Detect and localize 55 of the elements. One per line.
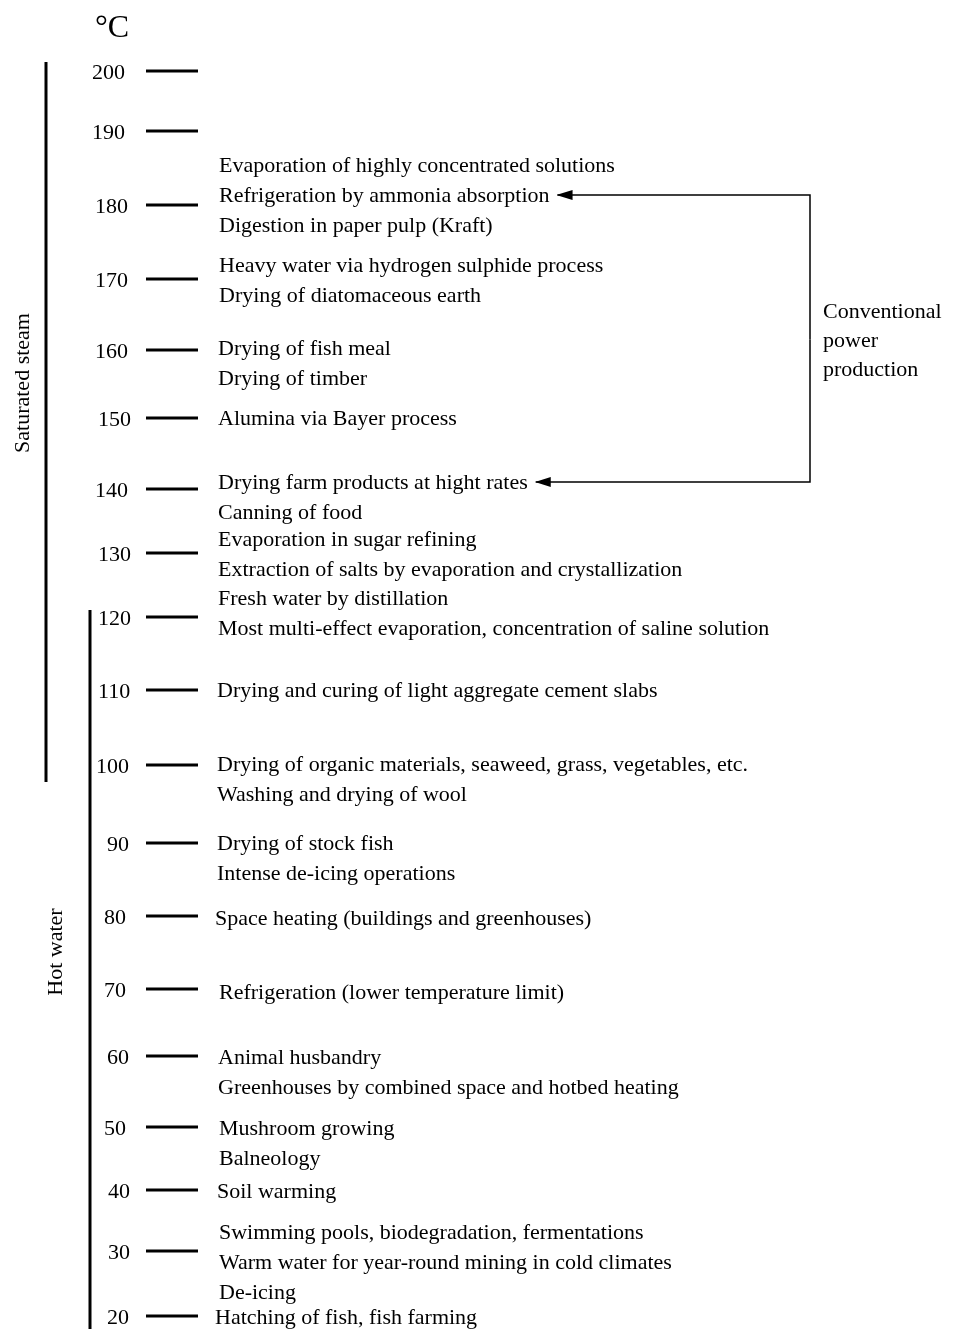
application-text: Drying of diatomaceous earth (219, 283, 482, 307)
application-text: Balneology (219, 1146, 321, 1170)
temperature-value: 50 (104, 1116, 126, 1140)
temperature-value: 120 (98, 606, 131, 630)
temperature-value: 200 (92, 60, 125, 84)
temperature-value: 110 (98, 679, 131, 703)
temperature-value: 160 (95, 339, 128, 363)
temperature-value: 40 (108, 1179, 130, 1203)
application-text: Evaporation in sugar refining (218, 527, 477, 551)
temperature-value: 150 (98, 407, 131, 431)
application-text: Hatching of fish, fish farming (215, 1305, 478, 1329)
range-label: Saturated steam (9, 313, 34, 453)
temperature-value: 60 (107, 1045, 129, 1069)
application-text: Drying of stock fish (217, 831, 394, 855)
temperature-value: 100 (96, 754, 129, 778)
application-text: Drying farm products at hight rates (218, 470, 528, 494)
temperature-value: 190 (92, 120, 125, 144)
application-text: Canning of food (218, 500, 363, 524)
application-text: Refrigeration (lower temperature limit) (219, 980, 565, 1004)
application-text: Most multi-effect evaporation, concentration of saline solution (218, 616, 770, 640)
application-text: Swimming pools, biodegradation, fermentations (219, 1220, 644, 1244)
arrow (534, 338, 811, 487)
temperature-value: 20 (107, 1305, 129, 1329)
application-text: Soil warming (217, 1179, 337, 1203)
unit-label: °C (95, 8, 130, 44)
application-text: Space heating (buildings and greenhouses) (215, 906, 592, 930)
application-text: Warm water for year-round mining in cold climates (219, 1250, 672, 1274)
application-text: Fresh water by distillation (218, 586, 449, 610)
range-label: Hot water (42, 908, 67, 996)
arrow (556, 190, 811, 341)
application-text: Extraction of salts by evaporation and crystallization (218, 557, 683, 581)
application-text: Digestion in paper pulp (Kraft) (219, 213, 493, 237)
callout-text: Conventional power production (823, 296, 959, 383)
application-text: Drying of fish meal (218, 336, 391, 360)
application-text: De-icing (219, 1280, 296, 1304)
application-text: Washing and drying of wool (217, 782, 467, 806)
application-text: Greenhouses by combined space and hotbed heating (218, 1075, 679, 1099)
application-text: Heavy water via hydrogen sulphide process (219, 253, 604, 277)
application-text: Intense de-icing operations (217, 861, 456, 885)
application-text: Animal husbandry (218, 1045, 382, 1069)
temperature-value: 90 (107, 832, 129, 856)
application-text: Drying of organic materials, seaweed, grass, vegetables, etc. (217, 752, 749, 776)
application-text: Alumina via Bayer process (218, 406, 457, 430)
temperature-value: 70 (104, 978, 126, 1002)
temperature-value: 130 (98, 542, 131, 566)
temperature-value: 140 (95, 478, 128, 502)
temperature-value: 80 (104, 905, 126, 929)
temperature-value: 180 (95, 194, 128, 218)
application-text: Evaporation of highly concentrated solutions (219, 153, 615, 177)
application-text: Drying of timber (218, 366, 368, 390)
temperature-value: 170 (95, 268, 128, 292)
application-text: Drying and curing of light aggregate cement slabs (217, 678, 658, 702)
application-text: Refrigeration by ammonia absorption (219, 183, 550, 207)
application-text: Mushroom growing (219, 1116, 395, 1140)
temperature-value: 30 (108, 1240, 130, 1264)
